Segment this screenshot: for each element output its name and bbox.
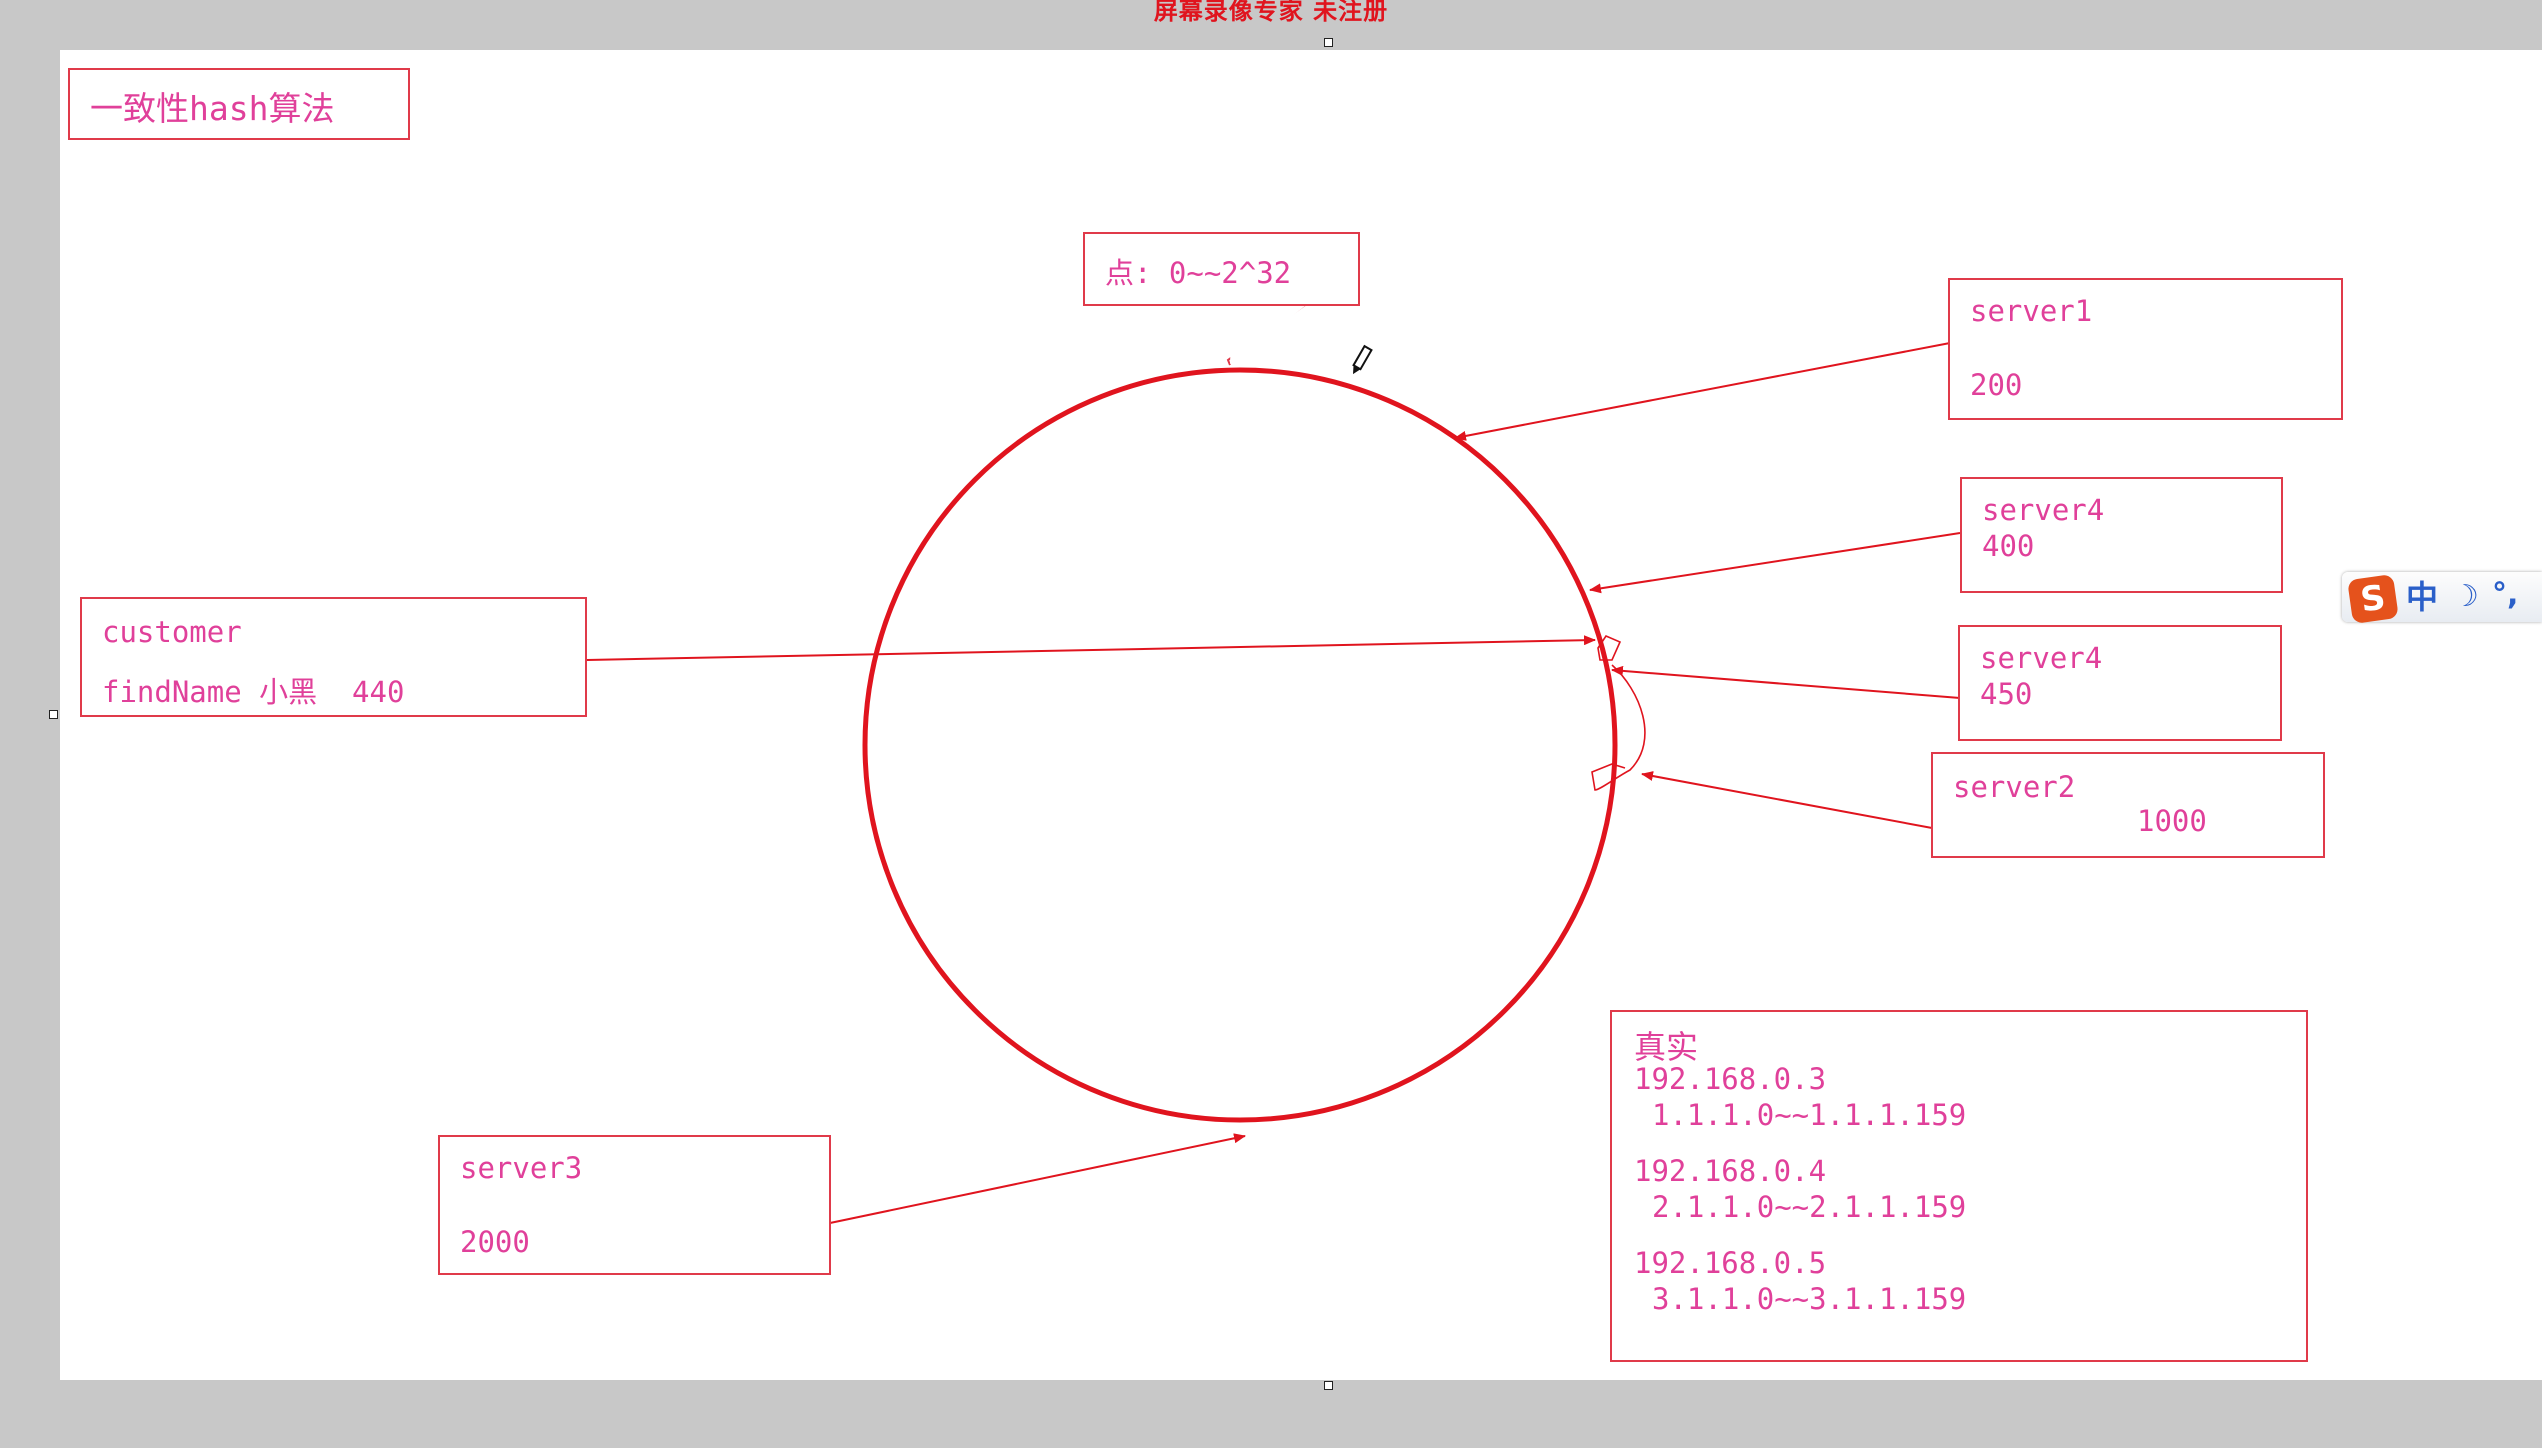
customer-box[interactable]: customer findName 小黑 440 [80,597,587,717]
ring-callout-text: 点: 0~~2^32 [1105,256,1292,290]
resize-handle-top[interactable] [1324,38,1333,47]
customer-label: customer [102,615,242,649]
resize-handle-left[interactable] [49,710,58,719]
server1-name: server1 [1970,294,2093,328]
real-ip-3: 192.168.0.5 [1634,1246,1827,1280]
watermark-text: 屏幕录像专家 未注册 [1153,0,1389,25]
hash-ring[interactable] [862,367,1618,1123]
real-heading: 真实 [1634,1028,1699,1066]
server4-400-name: server4 [1982,493,2105,527]
server4-450-name: server4 [1980,641,2103,675]
server2-name: server2 [1953,770,2076,804]
ring-callout-box[interactable]: 点: 0~~2^32 [1083,232,1360,306]
server3-value: 2000 [460,1225,530,1259]
arrow-server1 [1454,342,1951,441]
server3-name: server3 [460,1151,583,1185]
sogou-logo-icon[interactable]: S [2347,574,2399,624]
server1-box[interactable]: server1 200 [1948,278,2343,420]
title-box[interactable]: 一致性hash算法 [68,68,410,140]
real-ip-2: 192.168.0.4 [1634,1154,1827,1188]
server3-box[interactable]: server3 2000 [438,1135,831,1275]
server4-450-box[interactable]: server4 450 [1958,625,2282,741]
arrow-server2 [1641,771,1933,829]
resize-handle-bottom[interactable] [1324,1381,1333,1390]
diagram-title: 一致性hash算法 [90,89,335,128]
ime-language-toggle[interactable]: 中 [2406,578,2439,616]
arrow-server4-400 [1589,532,1961,594]
real-range-1: 1.1.1.0~~1.1.1.159 [1652,1098,1967,1132]
customer-request: findName 小黑 440 [102,675,405,709]
real-range-3: 3.1.1.0~~3.1.1.159 [1652,1282,1967,1316]
real-ip-1: 192.168.0.3 [1634,1062,1827,1096]
punctuation-icon[interactable]: °, [2492,577,2519,612]
moon-icon[interactable]: ☽ [2452,579,2479,614]
arrow-customer [586,635,1596,661]
server1-value: 200 [1970,368,2023,402]
server4-400-value: 400 [1982,529,2035,563]
callout-pointer-fill [1230,306,1305,364]
real-servers-box[interactable]: 真实 192.168.0.3 1.1.1.0~~1.1.1.159 192.16… [1610,1010,2308,1362]
server4-400-box[interactable]: server4 400 [1960,477,2283,593]
server2-value: 1000 [2137,804,2207,838]
annotation-squiggle [1591,635,1646,791]
arrow-server4-450 [1611,665,1961,699]
real-range-2: 2.1.1.0~~2.1.1.159 [1652,1190,1967,1224]
arrow-server3 [829,1133,1246,1224]
ime-toolbar[interactable]: S 中 ☽ °, [2342,572,2542,624]
server4-450-value: 450 [1980,677,2033,711]
server2-box[interactable]: server2 1000 [1931,752,2325,858]
pencil-cursor-icon [1352,344,1373,375]
